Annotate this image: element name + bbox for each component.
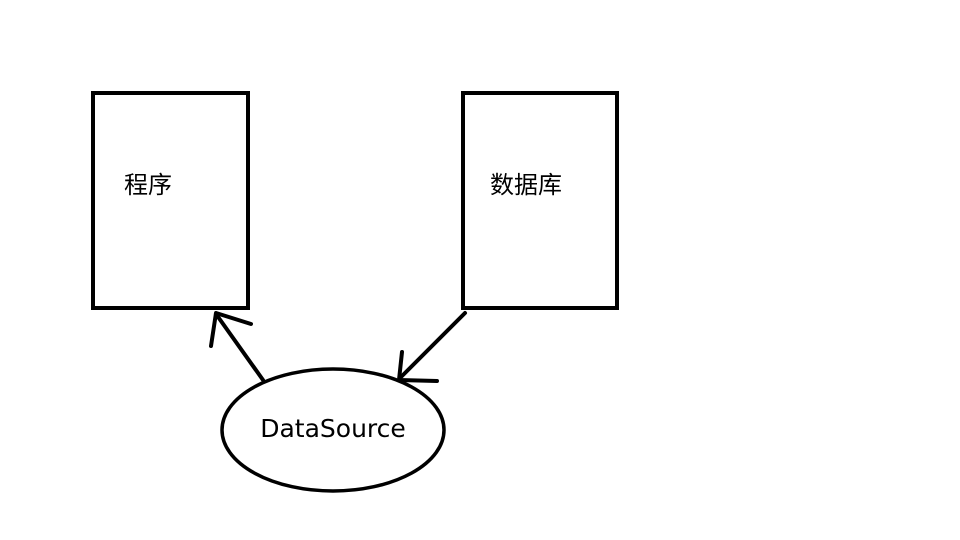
arrow-datasource-to-program xyxy=(209,311,265,382)
program-label: 程序 xyxy=(124,171,172,199)
datasource-node: DataSource xyxy=(220,367,446,493)
datasource-label: DataSource xyxy=(260,414,406,443)
database-label: 数据库 xyxy=(490,171,562,199)
program-node: 程序 xyxy=(91,91,250,310)
database-node: 数据库 xyxy=(461,91,619,310)
arrow-database-to-datasource xyxy=(397,311,467,383)
